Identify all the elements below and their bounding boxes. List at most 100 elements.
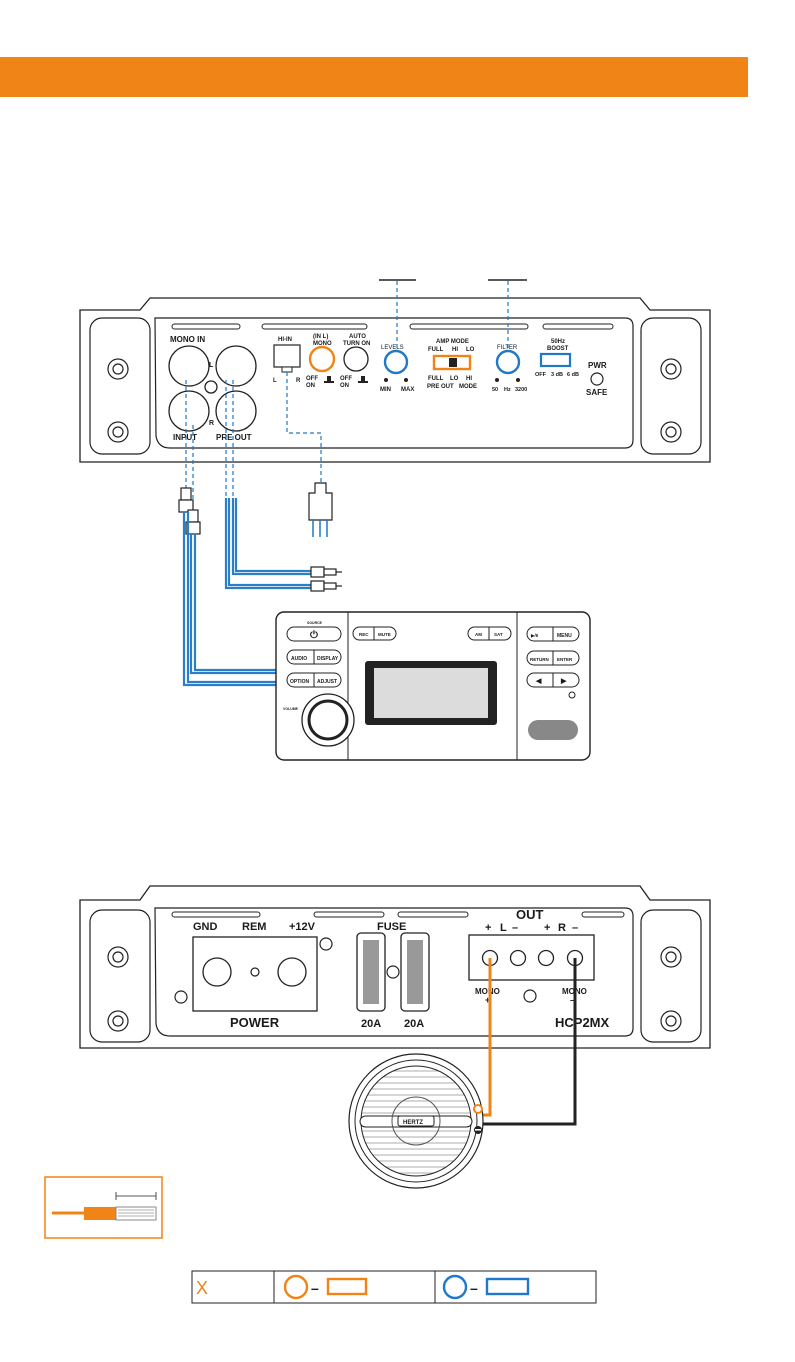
pwr-label: PWR <box>588 361 607 370</box>
play-label: ▶/II <box>530 633 538 638</box>
out-minus-r: – <box>572 922 578 934</box>
pre-out-mode-label: PRE OUT <box>427 384 454 390</box>
gnd-terminal[interactable] <box>202 957 232 987</box>
input-rca-plugs <box>178 487 201 535</box>
amp-mode-label: AMP MODE <box>436 339 469 345</box>
amp-mode-full: FULL <box>428 347 444 353</box>
out-plus-l: + <box>485 922 491 934</box>
out-minus-l: – <box>512 922 518 934</box>
v12-terminal[interactable] <box>277 957 307 987</box>
out-plus-r: + <box>544 922 550 934</box>
filter-hz: Hz <box>504 387 511 393</box>
ground-icon <box>324 376 334 383</box>
adjust-label: ADJUST <box>317 679 337 685</box>
fuse-2-rating: 20A <box>404 1018 424 1030</box>
legend-dash-2: – <box>470 1280 478 1296</box>
rec-label: REC <box>359 632 369 637</box>
input-label: INPUT <box>173 433 197 442</box>
mono-plus-sign: + <box>485 995 490 1005</box>
audio-label: AUDIO <box>291 656 307 662</box>
in-l-label: (IN L) <box>313 334 328 340</box>
enter-label: ENTER <box>557 657 573 662</box>
fuse-1-rating: 20A <box>361 1018 381 1030</box>
auto-off: OFF <box>340 376 352 382</box>
next-icon: ▶ <box>560 678 567 685</box>
power-icon: ⏻ <box>310 629 318 641</box>
out-l: L <box>500 922 507 934</box>
out-label: OUT <box>516 907 544 922</box>
hi-in-l: L <box>273 378 277 384</box>
display-label: DISPLAY <box>317 656 339 662</box>
amp-mode-hi: HI <box>452 347 458 353</box>
hi-in-r: R <box>296 378 301 384</box>
legend-x-mark: X <box>196 1278 208 1298</box>
pwr-led <box>590 372 604 386</box>
hi-in-plug <box>308 482 333 537</box>
boost-hz-label: 50Hz <box>551 339 565 345</box>
prev-icon: ◀ <box>535 678 542 685</box>
ground-icon <box>358 376 368 383</box>
v12-label: +12V <box>289 921 316 933</box>
fuse-label: FUSE <box>377 921 406 933</box>
option-label: OPTION <box>290 679 310 685</box>
pre-out-full: FULL <box>428 376 444 382</box>
speaker-plus-terminal <box>473 1104 483 1114</box>
levels-knob[interactable] <box>383 349 409 375</box>
pre-out-label: PRE OUT <box>216 433 252 442</box>
boost-6db: 6 dB <box>567 372 579 378</box>
rem-label: REM <box>242 921 266 933</box>
mono-plus-label: MONO <box>475 987 500 996</box>
safe-label: SAFE <box>586 388 608 397</box>
boost-switch[interactable] <box>539 352 572 368</box>
pre-out-lo: LO <box>450 376 459 382</box>
filter-knob[interactable] <box>495 349 521 375</box>
mono-on: ON <box>306 383 315 389</box>
head-unit: SOURCE ⏻ AUDIO DISPLAY OPTION ADJUST VOL… <box>275 611 591 761</box>
filter-50: 50 <box>492 387 498 393</box>
boost-label: BOOST <box>547 346 569 352</box>
l-label: L <box>209 362 214 369</box>
pre-out-hi: HI <box>466 376 472 382</box>
min-label: MIN <box>380 387 391 393</box>
speaker: HERTZ <box>348 1053 484 1189</box>
wire-strip-icon <box>44 1176 163 1239</box>
ir-window <box>528 720 578 740</box>
filter-3200: 3200 <box>515 387 527 393</box>
max-label: MAX <box>401 387 414 393</box>
levels-label: LEVELS <box>381 345 404 351</box>
am-label: AM <box>475 632 482 637</box>
out-r: R <box>558 922 566 934</box>
source-caption: SOURCE <box>307 621 323 625</box>
legend-table: X – – <box>191 1270 597 1304</box>
model-label: HCP2MX <box>555 1015 610 1030</box>
auto-on: ON <box>340 383 349 389</box>
hi-in-harness-line <box>286 372 322 485</box>
r-label: R <box>209 420 214 427</box>
legend-orange-switch <box>326 1277 368 1296</box>
mono-off: OFF <box>306 376 318 382</box>
amplifier-bottom-panel: GND REM +12V POWER FUSE 20A 20A OUT + L … <box>79 885 711 1049</box>
volume-caption: VOLUME <box>283 707 299 711</box>
amp-mode-lo: LO <box>466 347 475 353</box>
turn-on-label: TURN ON <box>343 341 370 347</box>
out-terminal-r-plus[interactable] <box>537 949 555 967</box>
mode-label: MODE <box>459 384 477 390</box>
blue-cables <box>182 498 311 687</box>
sat-label: SAT <box>494 632 503 637</box>
display-screen <box>374 668 488 718</box>
auto-turn-on-switch[interactable] <box>343 346 369 372</box>
menu-label: MENU <box>557 633 572 639</box>
legend-blue-switch <box>485 1277 530 1296</box>
mono-switch[interactable] <box>308 345 336 373</box>
auto-label: AUTO <box>349 334 366 340</box>
pre-out-rca-plugs <box>310 566 337 592</box>
power-button[interactable] <box>286 626 342 642</box>
section-header-bar <box>0 57 748 97</box>
hi-in-connector <box>273 344 301 368</box>
speaker-wire-negative <box>479 958 577 1126</box>
rem-terminal[interactable] <box>250 967 260 977</box>
boost-off: OFF <box>535 372 547 378</box>
out-terminal-l-minus[interactable] <box>509 949 527 967</box>
return-label: RETURN <box>530 657 549 662</box>
